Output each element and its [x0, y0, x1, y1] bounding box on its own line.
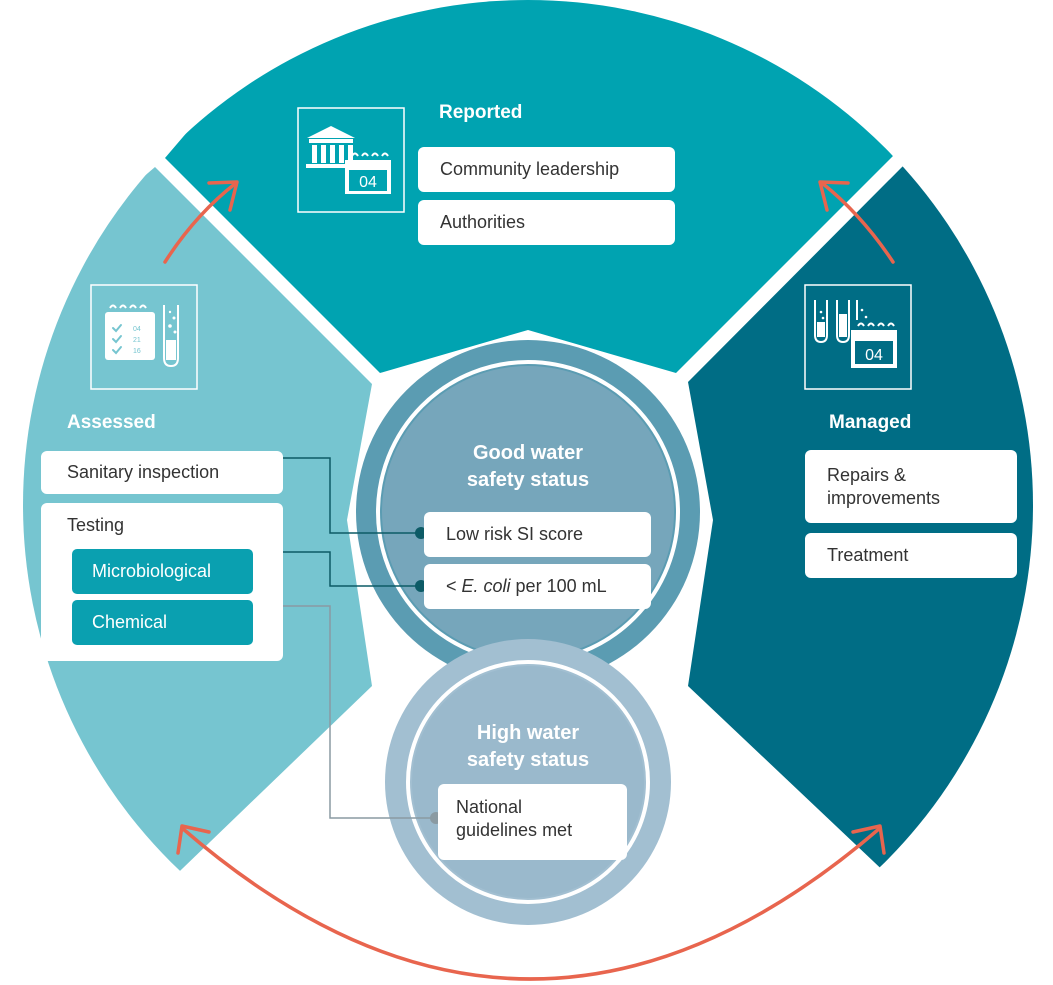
national-guidelines-line2: guidelines met [456, 820, 573, 840]
test-tubes-calendar-icon: 04 [804, 284, 912, 390]
low-risk-si-score-item: Low risk SI score [424, 512, 651, 557]
national-guidelines-line1: National [456, 797, 523, 817]
high-status-title: High water safety status [432, 720, 624, 774]
ecoli-criteria-item: < E. coli per 100 mL [424, 564, 651, 609]
ecoli-prefix: < [446, 576, 462, 596]
reported-icon-number: 04 [359, 174, 377, 191]
connector-sanitary-to-si [283, 457, 420, 534]
good-status-title: Good water safety status [428, 440, 628, 494]
high-status-title-line1: High water [476, 722, 580, 744]
treatment-item: Treatment [805, 533, 1017, 578]
checklist-calendar-test-tube-icon: 04 21 16 [90, 284, 198, 390]
high-status-title-line2: safety status [466, 749, 590, 771]
repairs-improvements-item: Repairs & improvements [805, 450, 1017, 523]
government-building-calendar-icon: 04 [297, 107, 405, 213]
ecoli-species: E. coli [461, 576, 511, 596]
good-status-title-line1: Good water [472, 442, 583, 464]
reported-heading: Reported [439, 102, 523, 123]
connector-chemical-to-national [253, 605, 435, 819]
community-leadership-item: Community leadership [418, 147, 675, 192]
svg-text:21: 21 [133, 337, 141, 344]
svg-text:04: 04 [133, 326, 141, 333]
managed-icon-number: 04 [865, 347, 883, 364]
assessed-heading: Assessed [67, 412, 156, 433]
chemical-item: Chemical [72, 600, 253, 645]
managed-heading: Managed [829, 412, 912, 433]
microbiological-item: Microbiological [72, 549, 253, 594]
arrow-assessed-to-reported [163, 180, 239, 264]
national-guidelines-item: National guidelines met [438, 784, 627, 860]
managed-segment [688, 166, 1033, 896]
testing-label: Testing [67, 515, 125, 535]
connector-micro-to-ecoli [253, 551, 420, 587]
high-status-inner-circle [412, 666, 644, 898]
authorities-item: Authorities [418, 200, 675, 245]
high-status-ring-line [406, 660, 650, 904]
good-status-title-line2: safety status [466, 469, 590, 491]
sanitary-inspection-item: Sanitary inspection [41, 451, 283, 494]
arrow-managed-to-reported [818, 180, 895, 264]
ecoli-suffix: per 100 mL [510, 576, 607, 596]
svg-text:16: 16 [133, 348, 141, 355]
arrow-bottom-cycle [176, 824, 886, 981]
